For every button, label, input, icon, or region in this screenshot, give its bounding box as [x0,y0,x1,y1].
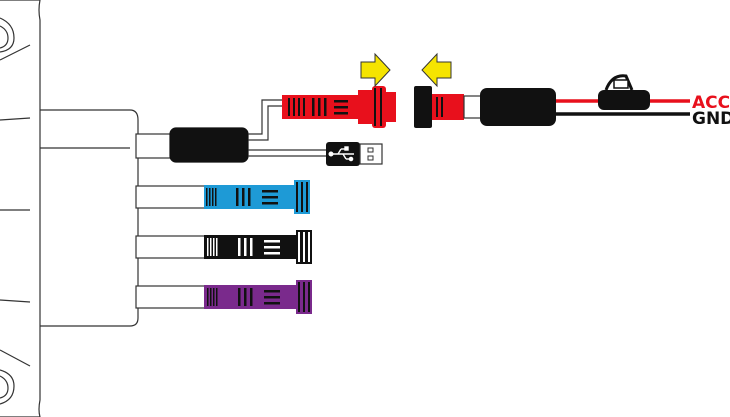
lower-cables [135,185,209,309]
purple-connector [204,280,312,314]
fuse-icon [598,74,650,110]
main-cable [135,127,249,163]
power-connector [414,86,556,128]
junction-wires [248,99,330,157]
black-connector [204,230,312,264]
usb-connector [326,142,383,166]
gnd-label: GND [692,109,730,129]
power-wires [556,99,690,116]
arrow-icon [421,52,452,88]
red-connector [282,86,396,128]
device-housing [0,0,139,417]
acc-label: ACC [692,93,730,113]
usb-icon [328,146,354,162]
blue-connector [204,180,310,214]
junction-box [169,127,249,163]
arrow-icon [360,52,391,88]
